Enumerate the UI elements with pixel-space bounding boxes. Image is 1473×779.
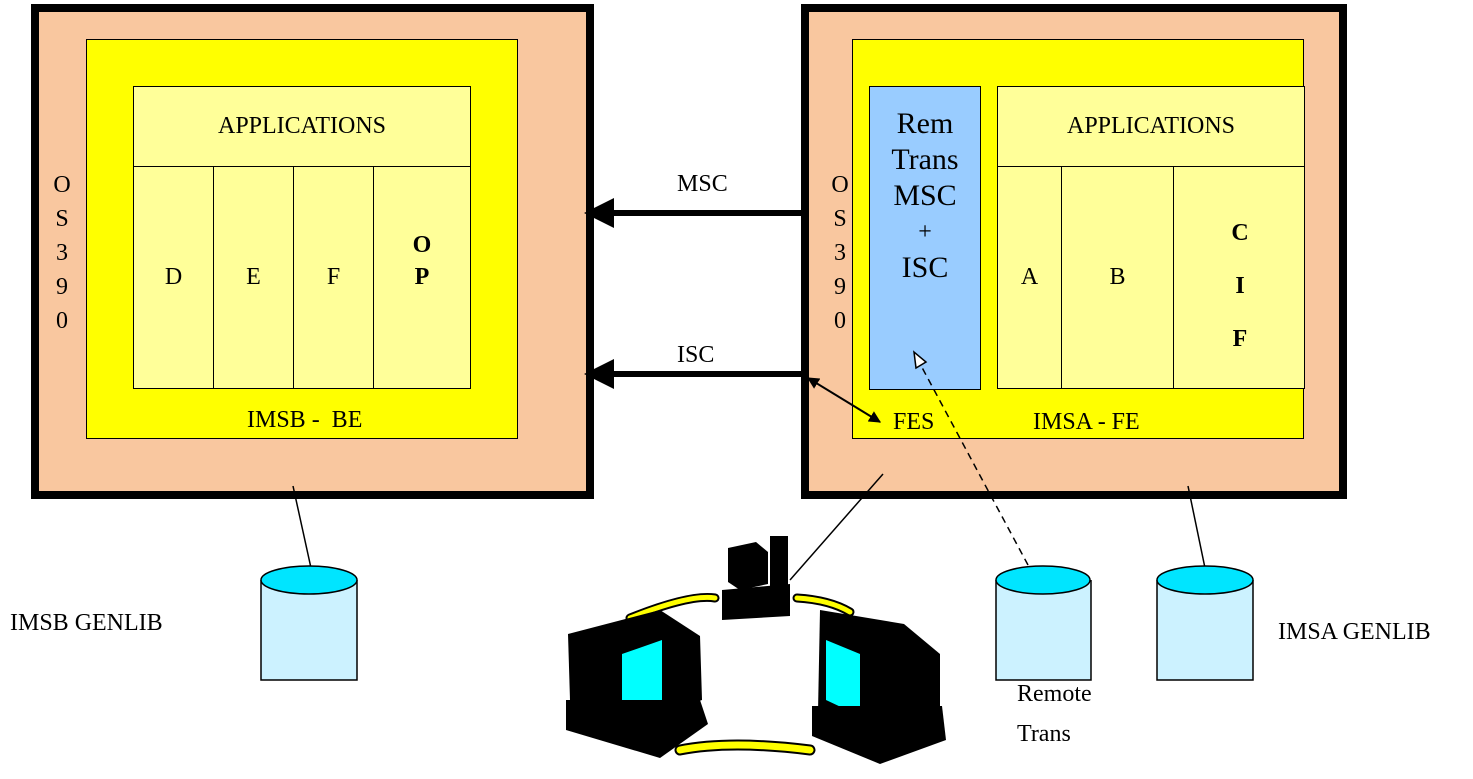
imsa-applications-header: APPLICATIONS [997, 86, 1305, 167]
isc-arrowhead [584, 359, 614, 389]
imsa-os390-label: O S 3 9 0 [831, 172, 849, 334]
imsb-app-d: D [133, 166, 214, 389]
remote-trans-arrowhead [913, 350, 928, 370]
isc-label: ISC [677, 342, 715, 368]
remote-trans-label-line2: Trans [1017, 721, 1071, 747]
imsb-app-f: F [293, 166, 374, 389]
msc-arrowhead [584, 198, 614, 228]
database-cylinder-icon [1156, 565, 1254, 681]
imsa-cif-letters: C I F [1231, 220, 1249, 352]
imsa-app-a: A [997, 166, 1062, 389]
imsa-genlib-label: IMSA GENLIB [1278, 619, 1431, 645]
terminal-connector [789, 473, 884, 581]
rem-trans-box: Rem Trans MSC + ISC [869, 86, 981, 390]
imsb-os390-label: O S 3 9 0 [53, 172, 71, 334]
imsb-op-letters: O P [412, 232, 432, 290]
imsa-region-label: IMSA - FE [1033, 409, 1140, 435]
msc-label: MSC [677, 171, 728, 197]
terminal-icon [722, 536, 790, 620]
remote-trans-label-line1: Remote [1017, 681, 1092, 707]
imsb-genlib-label: IMSB GENLIB [10, 610, 163, 636]
monitor-icon [812, 610, 946, 764]
isc-fes-connector [806, 377, 882, 423]
imsa-app-b: B [1061, 166, 1174, 389]
database-cylinder-icon [995, 565, 1092, 681]
database-cylinder-icon [260, 565, 358, 681]
imsb-applications-header: APPLICATIONS [133, 86, 471, 167]
imsb-app-e: E [213, 166, 294, 389]
remote-trans-dashed-arrow [917, 359, 1029, 566]
imsa-genlib-connector [1187, 485, 1206, 569]
monitor-icon [566, 610, 708, 758]
imsb-region-label: IMSB - BE [247, 407, 363, 433]
imsa-app-cif: C I F [1173, 166, 1305, 389]
fes-label: FES [893, 409, 935, 435]
imsb-app-op: O P [373, 166, 471, 389]
terminal-ring-icon [625, 592, 855, 756]
imsb-genlib-connector [292, 485, 312, 569]
